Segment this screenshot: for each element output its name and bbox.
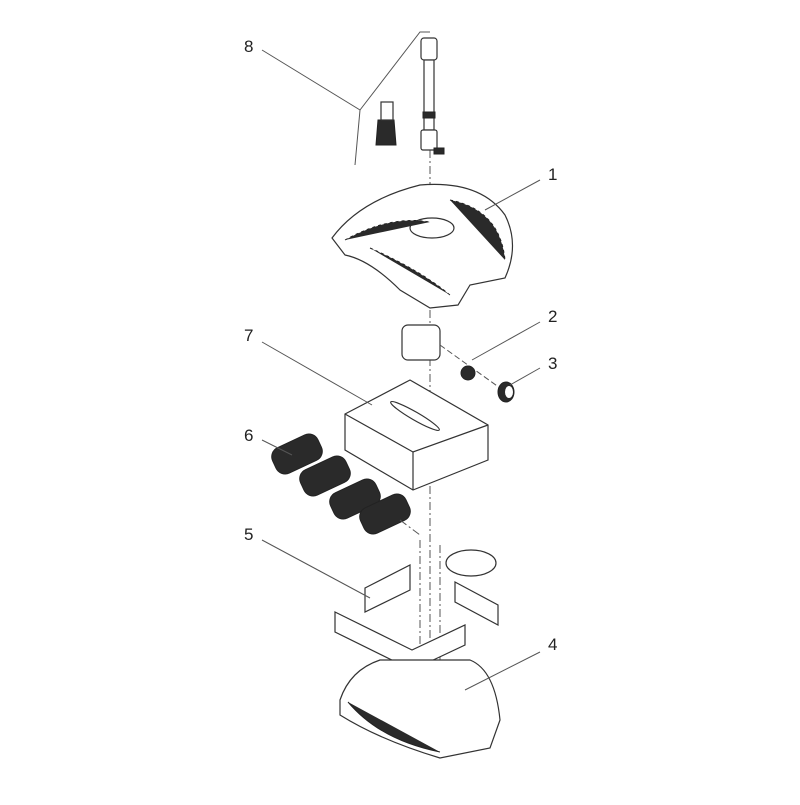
part-label-8: 8 [244, 37, 254, 56]
part-2-pump-impeller [401, 321, 541, 389]
part-label-1: 1 [548, 165, 558, 184]
part-label-7: 7 [244, 326, 254, 345]
part-8-nozzle-set [261, 31, 445, 166]
part-5-foam-blocks [261, 539, 499, 671]
part-4-base-housing [339, 651, 541, 759]
part-label-4: 4 [548, 635, 558, 654]
part-6-filter-brushes [261, 433, 421, 536]
part-7-filter-foam [261, 341, 489, 491]
part-1-top-cover [331, 179, 541, 309]
part-3-bearing-ring [497, 367, 541, 403]
part-label-3: 3 [548, 354, 558, 373]
part-label-2: 2 [548, 307, 558, 326]
part-label-6: 6 [244, 426, 254, 445]
part-label-5: 5 [244, 525, 254, 544]
